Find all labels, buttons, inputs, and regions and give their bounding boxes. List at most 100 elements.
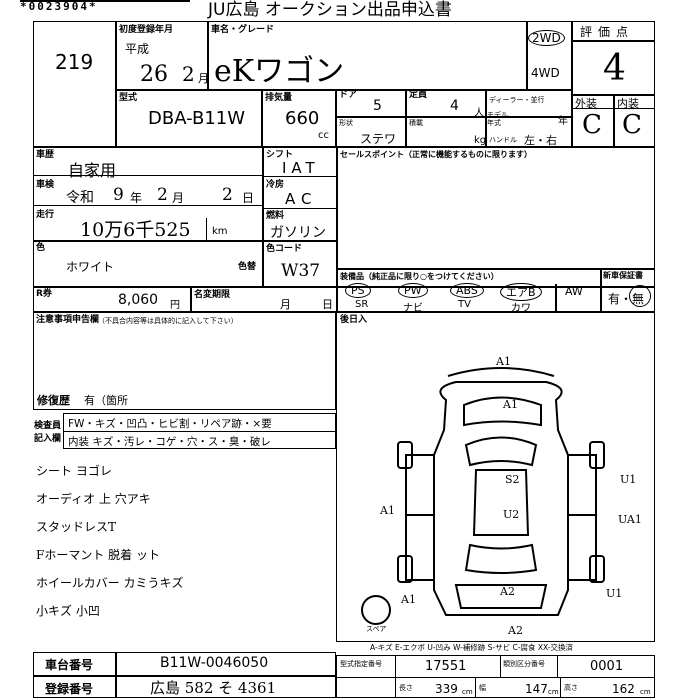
first-registration-month: 2 [182, 62, 195, 86]
car-name-label: 車名・グレード [211, 25, 275, 35]
color-code-value: W37 [281, 261, 321, 281]
damage-mark: U1 [620, 473, 637, 486]
interior-grade: C [622, 110, 642, 140]
inspection-day-unit: 日 [242, 191, 255, 205]
fuel-value: ガソリン [270, 225, 326, 241]
capacity-unit: 人 [474, 108, 484, 119]
middle-block [33, 147, 655, 312]
deadline-day-unit: 日 [322, 298, 333, 311]
first-registration-era: 平成 [125, 42, 150, 56]
width-label: 幅 [479, 684, 486, 692]
inspector-label-2: 記入欄 [34, 434, 62, 444]
car-name-value: eKワゴン [214, 54, 345, 89]
class-value: 0001 [590, 659, 624, 674]
length-unit: cm [462, 688, 473, 696]
height-unit: cm [640, 688, 651, 696]
paint-change-label: 色替 [238, 262, 257, 272]
rear-glass-outline [464, 543, 538, 574]
damage-mark: A2 [508, 624, 523, 637]
equipment-item: PS [345, 283, 371, 298]
equipment-item: SR [355, 299, 369, 310]
damage-mark: UA1 [618, 513, 642, 526]
handwritten-note: ホイールカバー カミうキズ [36, 576, 184, 590]
aircon-value: AC [285, 190, 318, 208]
handwritten-note: オーディオ 上 穴アキ [36, 492, 151, 506]
capacity-label: 定員 [409, 90, 428, 100]
cert-value: 17551 [425, 659, 467, 674]
doors-label: ドア [339, 90, 358, 100]
color-label: 色 [36, 243, 46, 253]
wheel-front-right [589, 441, 605, 469]
repair-value: 有（箇所 [84, 394, 128, 407]
shift-label: シフト [266, 150, 294, 160]
doors-value: 5 [373, 98, 382, 114]
plate-label: 登録番号 [45, 682, 94, 696]
damage-mark: A1 [496, 355, 511, 368]
damage-mark: S2 [505, 473, 520, 486]
inspection-month: 2 [157, 185, 168, 205]
deadline-month-unit: 月 [280, 298, 291, 311]
class-label: 類別区分番号 [503, 660, 545, 668]
model-label: 型式 [119, 93, 138, 103]
evaluation-label: 評価点 [580, 25, 635, 39]
form-title: JU広島 オークション出品申込書 [208, 0, 452, 20]
windshield-outline [464, 436, 538, 467]
car-damage-diagram [361, 367, 605, 625]
history-value: 自家用 [68, 161, 117, 180]
rear-outline [454, 584, 548, 609]
cert-label: 型式指定番号 [340, 660, 382, 668]
post-entry-label: 後日入 [340, 315, 368, 325]
chassis-value: B11W-0046050 [160, 655, 269, 671]
color-code-label: 色コード [266, 244, 303, 254]
handle-label: ハンドル [489, 136, 517, 144]
length-label: 長さ [399, 684, 413, 692]
handwritten-note: 小キズ 小凹 [36, 604, 100, 618]
wheel-front-left [397, 441, 413, 469]
equipment-item: PW [398, 283, 428, 298]
inspection-era: 令和 [66, 190, 94, 206]
car-body-outline [433, 381, 569, 616]
exterior-label: 外装 [575, 97, 597, 110]
warranty-label: 新車保証書 [603, 271, 643, 280]
equipment-item: AW [565, 285, 583, 298]
equipment-item: TV [458, 299, 471, 310]
warranty-circle [629, 285, 651, 307]
handwritten-note: スタッドレスT [36, 520, 117, 534]
damage-mark: A1 [401, 593, 416, 606]
notes-sublabel: （不具合内容等は具体的に記入して下さい） [98, 317, 238, 325]
roof-outline [472, 469, 530, 536]
chassis-label: 車台番号 [45, 658, 94, 672]
equipment-label: 装備品（純正品に限り○をつけてください） [340, 272, 499, 281]
body-shape-value: ステワ [360, 132, 397, 146]
drive-2wd: 2WD [528, 30, 565, 46]
handwritten-note: Fホーマント 脱着 ット [36, 548, 160, 562]
hood-outline [463, 396, 542, 427]
first-registration-year: 26 [140, 62, 168, 87]
interior-label: 内装 [617, 97, 639, 110]
wheel-rear-right [589, 555, 605, 583]
model-year-unit: 年 [558, 116, 568, 127]
width-unit: cm [548, 688, 559, 696]
inspection-day: 2 [222, 185, 233, 205]
body-shape-label: 形状 [339, 119, 353, 127]
model-year-label: モデル年式 [487, 111, 508, 127]
fuel-label: 燃料 [266, 211, 285, 221]
evaluation-score: 4 [603, 48, 626, 89]
equipment-item: ナビ [403, 303, 423, 314]
damage-mark: A2 [500, 585, 515, 598]
damage-mark: A1 [380, 504, 395, 517]
inspector-row-1: FW・キズ・凹凸・ヒビ割・リペア跡・×要 [68, 418, 272, 430]
displacement-label: 排気量 [265, 93, 293, 103]
displacement-unit: cc [318, 130, 329, 141]
handwritten-note: シート ヨゴレ [36, 464, 112, 478]
header-rule [20, 0, 190, 2]
exterior-grade: C [582, 110, 602, 140]
length-value: 339 [435, 682, 458, 696]
width-value: 147 [525, 682, 548, 696]
spare-tire-circle [361, 595, 391, 625]
inspector-label-1: 検査員 [34, 421, 62, 431]
left-side-outline [405, 454, 434, 581]
history-label: 車歴 [36, 150, 55, 160]
mileage-label: 走行 [36, 210, 55, 220]
aircon-label: 冷房 [266, 180, 285, 190]
